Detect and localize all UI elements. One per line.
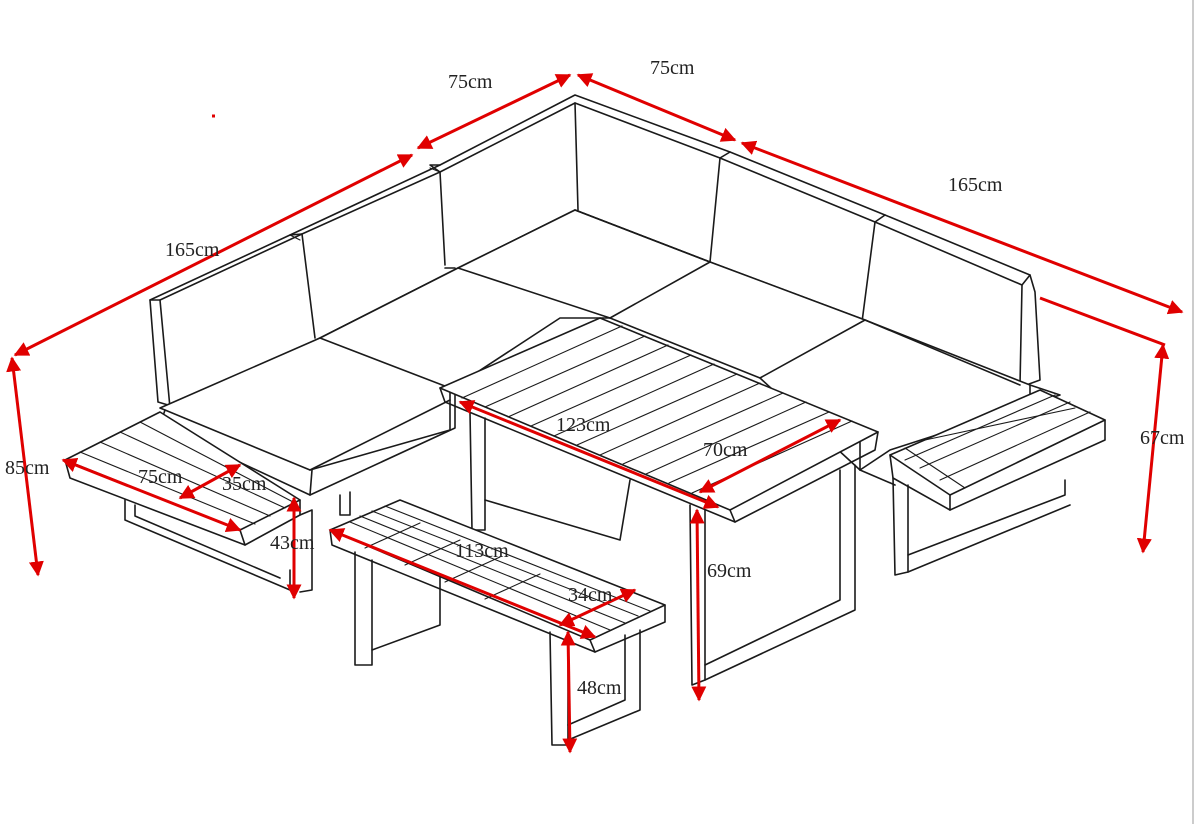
label-sofa-right-length: 165cm — [948, 174, 1003, 196]
dimension-labels: 165cm 75cm 75cm 165cm 85cm 67cm 75cm 35c… — [5, 57, 1185, 699]
arrow-side-table-length — [61, 457, 242, 533]
arrow-sofa-left-length — [13, 153, 414, 357]
arrow-overall-height-left — [6, 356, 44, 577]
label-overall-height-right: 67cm — [1140, 427, 1185, 449]
arrow-right-depth — [1039, 296, 1166, 347]
arrow-corner-left-depth — [416, 73, 572, 150]
arrow-bench-width — [558, 588, 637, 627]
arrow-side-table-width — [178, 463, 242, 500]
label-corner-right-depth: 75cm — [650, 57, 695, 79]
arrow-bench-length — [328, 528, 597, 639]
label-bench-length: 113cm — [455, 540, 509, 562]
label-table-length: 123cm — [556, 414, 611, 436]
arrow-sofa-right-length — [740, 140, 1184, 315]
label-bench-width: 34cm — [568, 584, 613, 606]
label-corner-left-depth: 75cm — [448, 71, 493, 93]
label-side-table-width: 35cm — [222, 473, 267, 495]
arrow-corner-right-depth — [576, 73, 737, 142]
label-side-table-height: 43cm — [270, 532, 315, 554]
arrow-table-length — [458, 400, 720, 509]
sofa-base-right — [859, 469, 896, 486]
label-table-width: 70cm — [703, 439, 748, 461]
bench — [329, 499, 666, 746]
arrow-bench-height — [560, 630, 578, 754]
label-table-height: 69cm — [707, 560, 752, 582]
arrow-table-height — [689, 508, 707, 702]
label-sofa-left-length: 165cm — [165, 239, 220, 261]
sofa-leg — [339, 491, 351, 516]
arrow-table-width — [698, 418, 842, 494]
label-overall-height-left: 85cm — [5, 457, 50, 479]
right-side-table — [889, 389, 1106, 576]
arrow-overall-height-right — [1136, 343, 1170, 554]
label-bench-height: 48cm — [577, 677, 622, 699]
label-side-table-length: 75cm — [138, 466, 183, 488]
dimension-arrows — [6, 73, 1184, 754]
